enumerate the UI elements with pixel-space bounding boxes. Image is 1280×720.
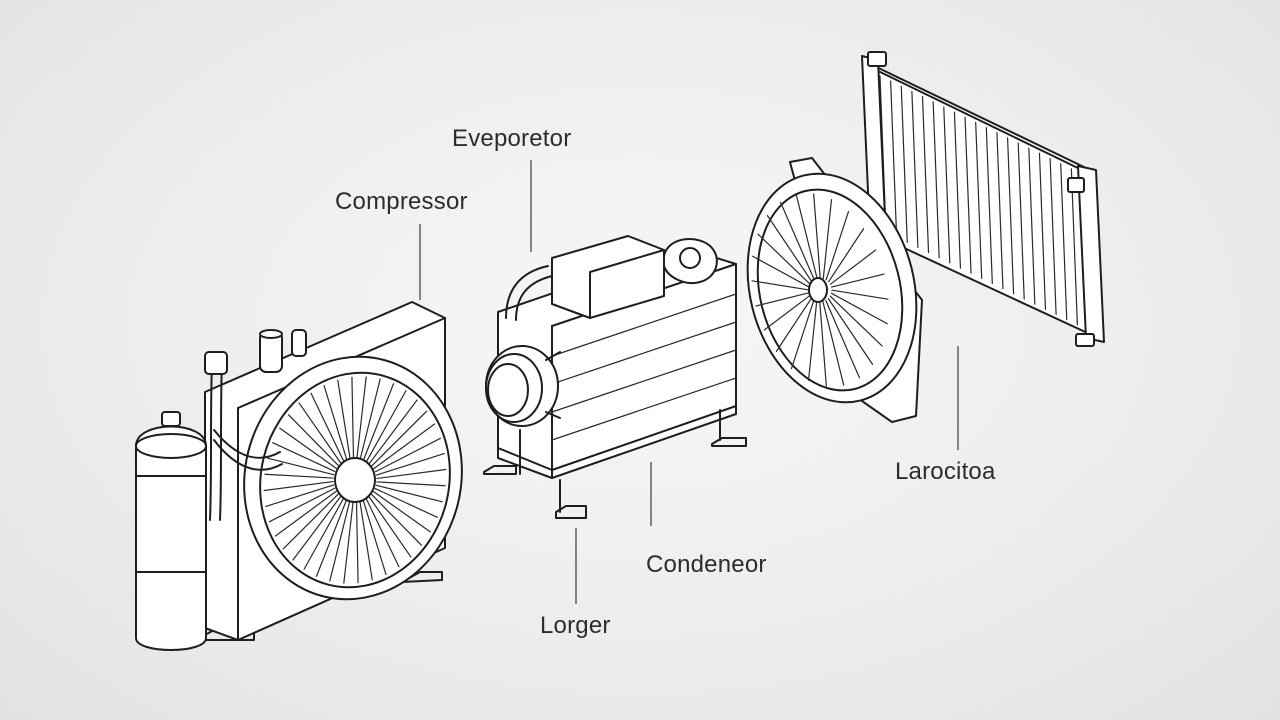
right-fan-radiator-unit (724, 52, 1104, 422)
larger-label: Lorger (540, 612, 611, 640)
condenser-label: Condeneor (646, 551, 767, 579)
evaporator-label: Eveporetor (452, 125, 571, 153)
compressor-unit (484, 236, 746, 518)
compressor-label: Compressor (335, 188, 468, 216)
left-fan-condenser-unit (136, 302, 487, 650)
radiator-label: Larocitoa (895, 458, 996, 486)
